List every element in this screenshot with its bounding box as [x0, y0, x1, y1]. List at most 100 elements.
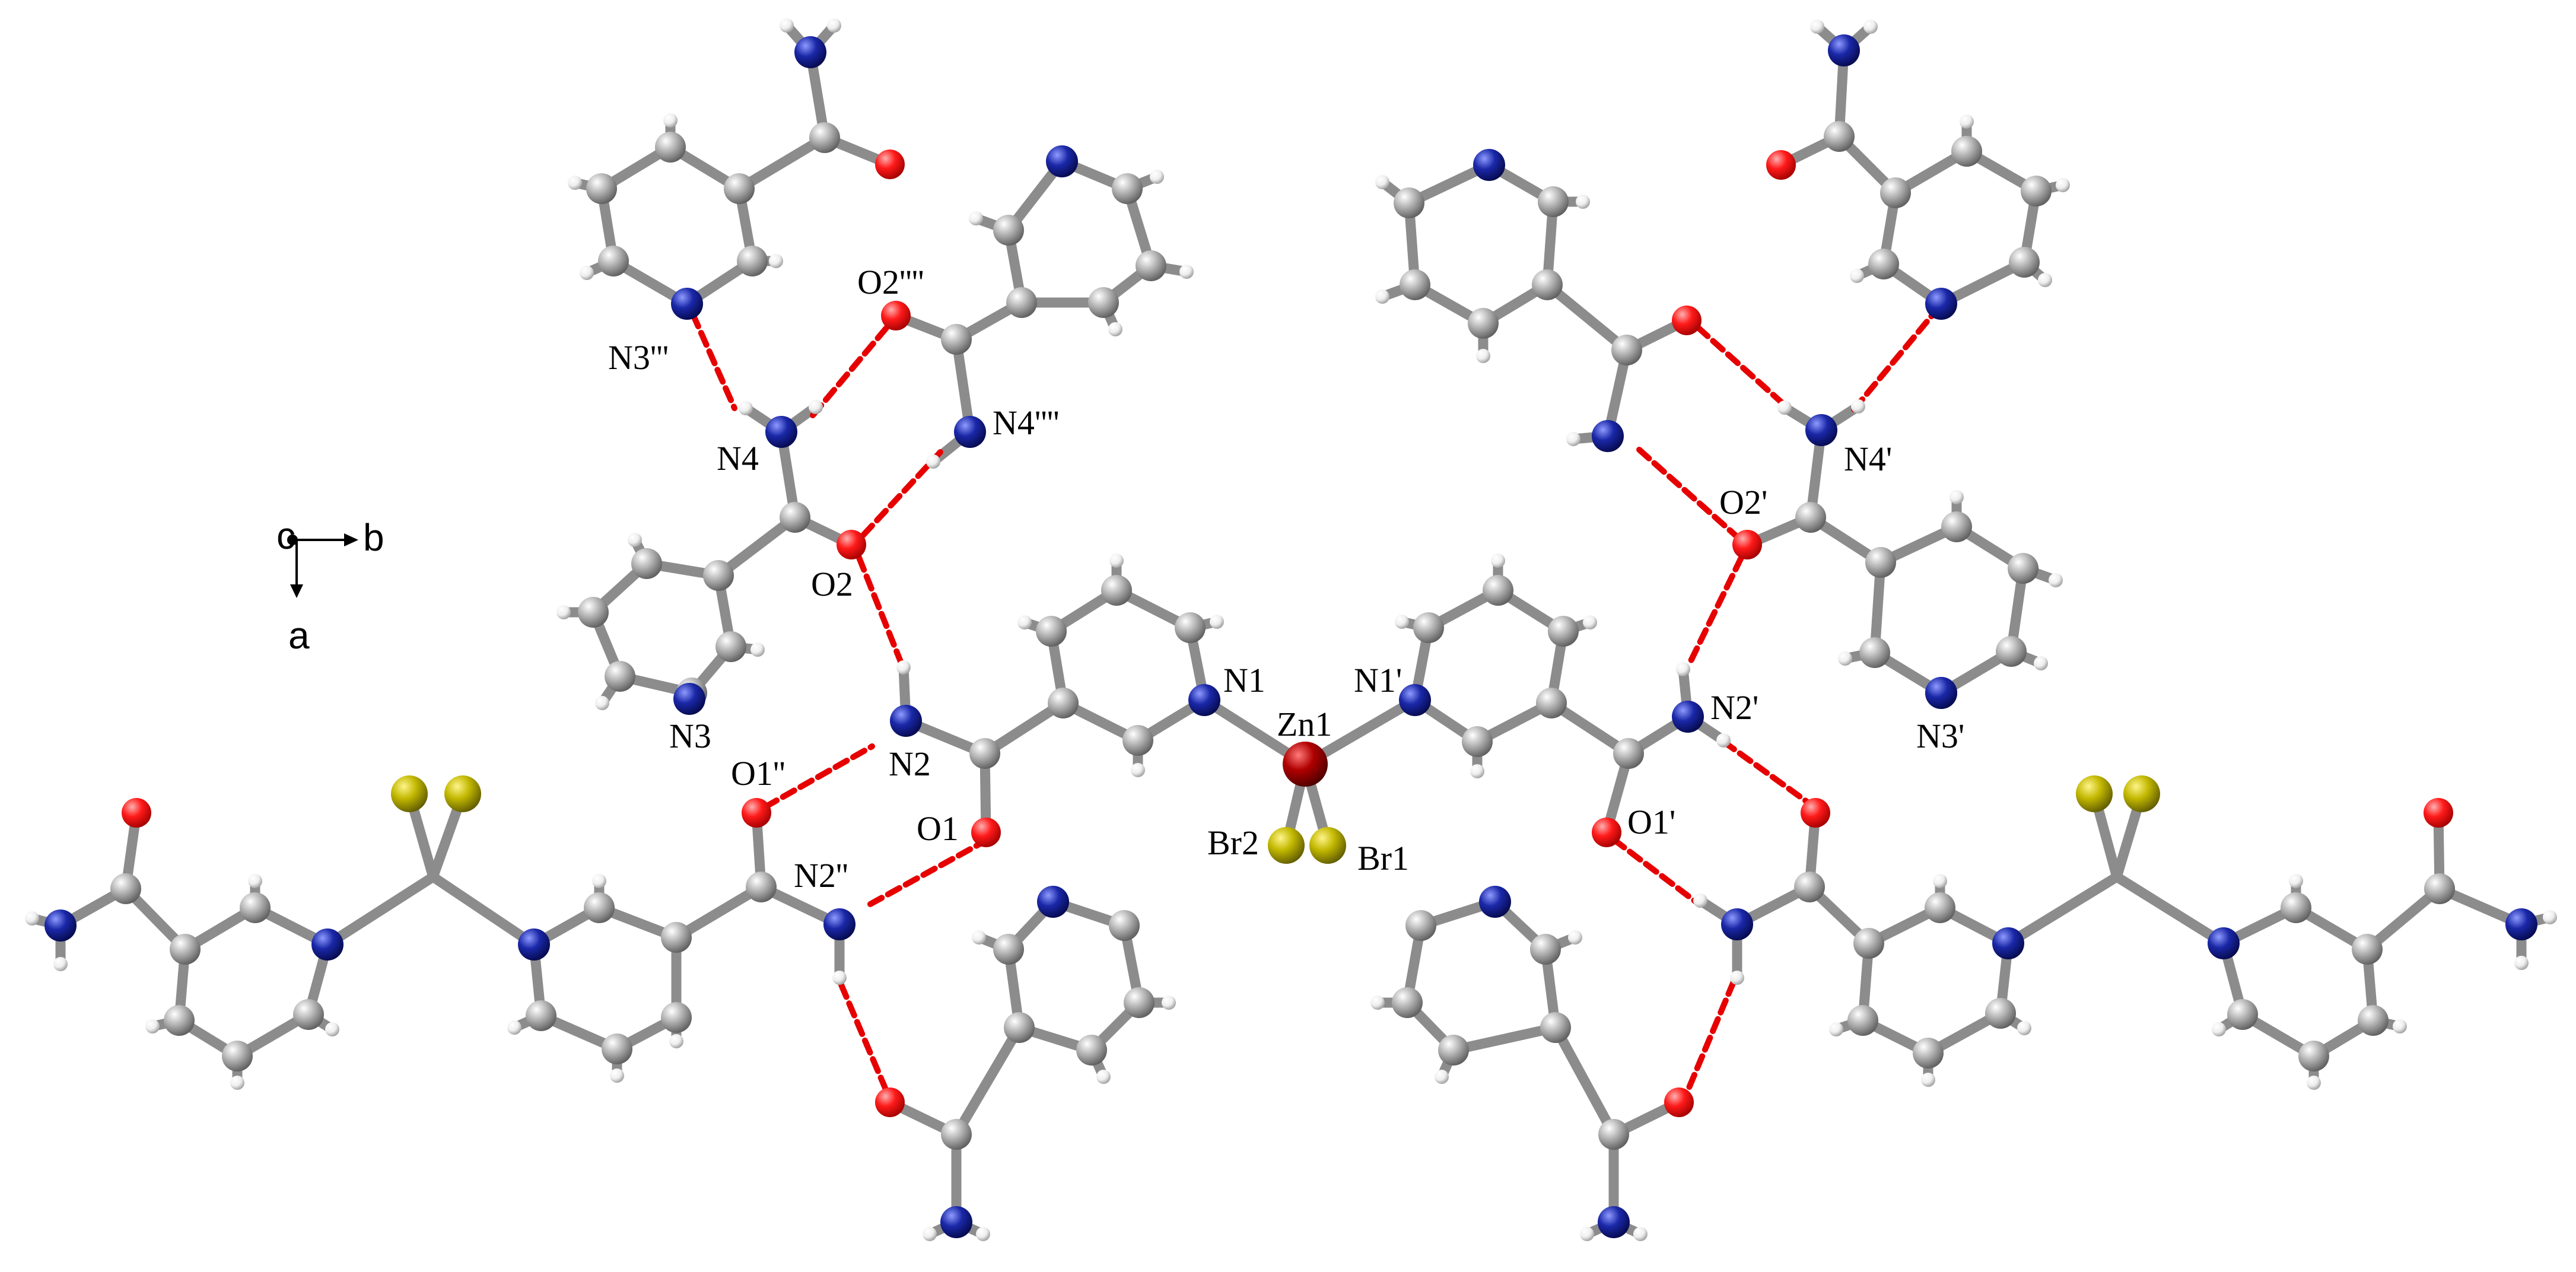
bromine-atom: [444, 775, 481, 812]
carbon-atom: [1951, 136, 1982, 167]
hydrogen-atom: [1568, 930, 1582, 945]
atom-layer: [25, 18, 2557, 1241]
nitrogen-atom: [1828, 34, 1860, 66]
carbon-atom: [526, 1000, 556, 1031]
label-n2: N2: [889, 745, 931, 783]
hydrogen-atom: [1777, 400, 1792, 415]
hydrogen-bond: [1720, 739, 1815, 809]
covalent-bond: [734, 132, 830, 194]
nitrogen-atom: [794, 36, 826, 68]
zinc-atom: [1283, 742, 1328, 787]
hydrogen-atom: [1960, 115, 1974, 129]
hydrogen-atom: [976, 1227, 990, 1241]
nitrogen-atom: [1672, 701, 1704, 733]
hydrogen-atom: [248, 874, 262, 888]
carbon-atom: [1175, 612, 1206, 643]
bromine-atom: [2123, 775, 2160, 812]
hydrogen-bond: [860, 449, 943, 538]
hydrogen-atom: [595, 696, 609, 710]
carbon-atom: [602, 1034, 632, 1064]
hydrogen-atom: [1108, 322, 1122, 336]
label-br1: Br1: [1357, 839, 1409, 877]
hydrogen-atom: [2212, 1022, 2226, 1036]
carbon-atom: [578, 597, 609, 628]
carbon-atom: [655, 132, 686, 163]
hydrogen-atom: [1633, 1227, 1648, 1241]
hydrogen-atom: [1375, 290, 1389, 304]
carbon-atom: [1392, 987, 1423, 1018]
hydrogen-atom: [1017, 615, 1032, 629]
hydrogen-atom: [1838, 651, 1852, 666]
oxygen-atom: [837, 530, 866, 559]
carbon-atom: [1136, 250, 1166, 281]
carbon-atom: [661, 1002, 692, 1033]
carbon-atom: [1088, 287, 1119, 318]
carbon-atom: [2009, 247, 2040, 278]
nitrogen-atom: [1037, 886, 1069, 918]
nitrogen-atom: [890, 705, 922, 737]
label-n4-prime: N4': [1844, 440, 1892, 478]
carbon-atom: [1124, 987, 1155, 1018]
hydrogen-atom: [580, 266, 594, 280]
hydrogen-atom: [1109, 554, 1124, 568]
oxygen-atom: [1732, 530, 1762, 559]
oxygen-atom: [1766, 150, 1796, 180]
nitrogen-atom: [1046, 145, 1078, 177]
oxygen-atom: [875, 1087, 905, 1117]
carbon-atom: [110, 873, 141, 904]
hydrogen-bond-layer: [690, 311, 1936, 1099]
hydrogen-atom: [1435, 1070, 1449, 1084]
hydrogen-atom: [1375, 175, 1389, 189]
carbon-atom: [2281, 892, 2311, 923]
hydrogen-atom: [1476, 349, 1490, 363]
carbon-atom: [1794, 872, 1825, 902]
nitrogen-atom: [954, 416, 986, 448]
carbon-atom: [1438, 1035, 1469, 1066]
carbon-atom: [1413, 612, 1444, 643]
hydrogen-bond: [810, 322, 892, 418]
oxygen-atom: [1672, 306, 1702, 335]
label-zn1: Zn1: [1277, 705, 1332, 743]
bromine-atom: [2076, 775, 2113, 812]
hydrogen-atom: [2049, 573, 2063, 587]
carbon-atom: [1036, 616, 1067, 647]
carbon-atom: [1824, 121, 1855, 152]
nitrogen-atom: [1721, 908, 1753, 940]
hydrogen-bond: [1611, 837, 1703, 908]
carbon-atom: [598, 246, 629, 276]
hydrogen-atom: [1566, 432, 1580, 446]
hydrogen-atom: [1491, 554, 1505, 568]
hydrogen-atom: [896, 660, 911, 675]
carbon-atom: [2008, 553, 2038, 584]
hydrogen-atom: [1395, 615, 1409, 629]
carbon-atom: [1462, 726, 1493, 757]
hydrogen-atom: [832, 971, 847, 985]
hydrogen-bond: [838, 982, 892, 1099]
label-o1-prime: O1': [1627, 803, 1675, 841]
label-o1-double-prime: O1'': [731, 754, 785, 793]
hydrogen-bond: [856, 555, 905, 667]
oxygen-atom: [1592, 818, 1621, 847]
carbon-atom: [1536, 688, 1567, 718]
carbon-atom: [1865, 547, 1896, 578]
label-n3-prime: N3': [1916, 717, 1964, 755]
hydrogen-atom: [1950, 490, 1964, 504]
nitrogen-atom: [518, 928, 550, 961]
carbon-atom: [2227, 999, 2258, 1030]
carbon-atom: [1853, 928, 1884, 959]
carbon-atom: [1847, 1005, 1878, 1036]
carbon-atom: [1868, 249, 1899, 279]
label-o2-prime: O2': [1719, 483, 1767, 521]
hydrogen-atom: [2307, 1076, 2321, 1090]
hydrogen-bond: [1636, 447, 1738, 538]
carbon-atom: [1400, 269, 1430, 300]
hydrogen-atom: [669, 1034, 683, 1048]
carbon-atom: [1985, 998, 2016, 1029]
hydrogen-atom: [53, 957, 68, 971]
hydrogen-atom: [507, 1020, 521, 1035]
hydrogen-atom: [1921, 1073, 1935, 1087]
hydrogen-atom: [1810, 20, 1824, 34]
hydrogen-atom: [2543, 910, 2557, 924]
axis-c-label: c: [276, 514, 295, 557]
carbon-atom: [809, 122, 840, 153]
